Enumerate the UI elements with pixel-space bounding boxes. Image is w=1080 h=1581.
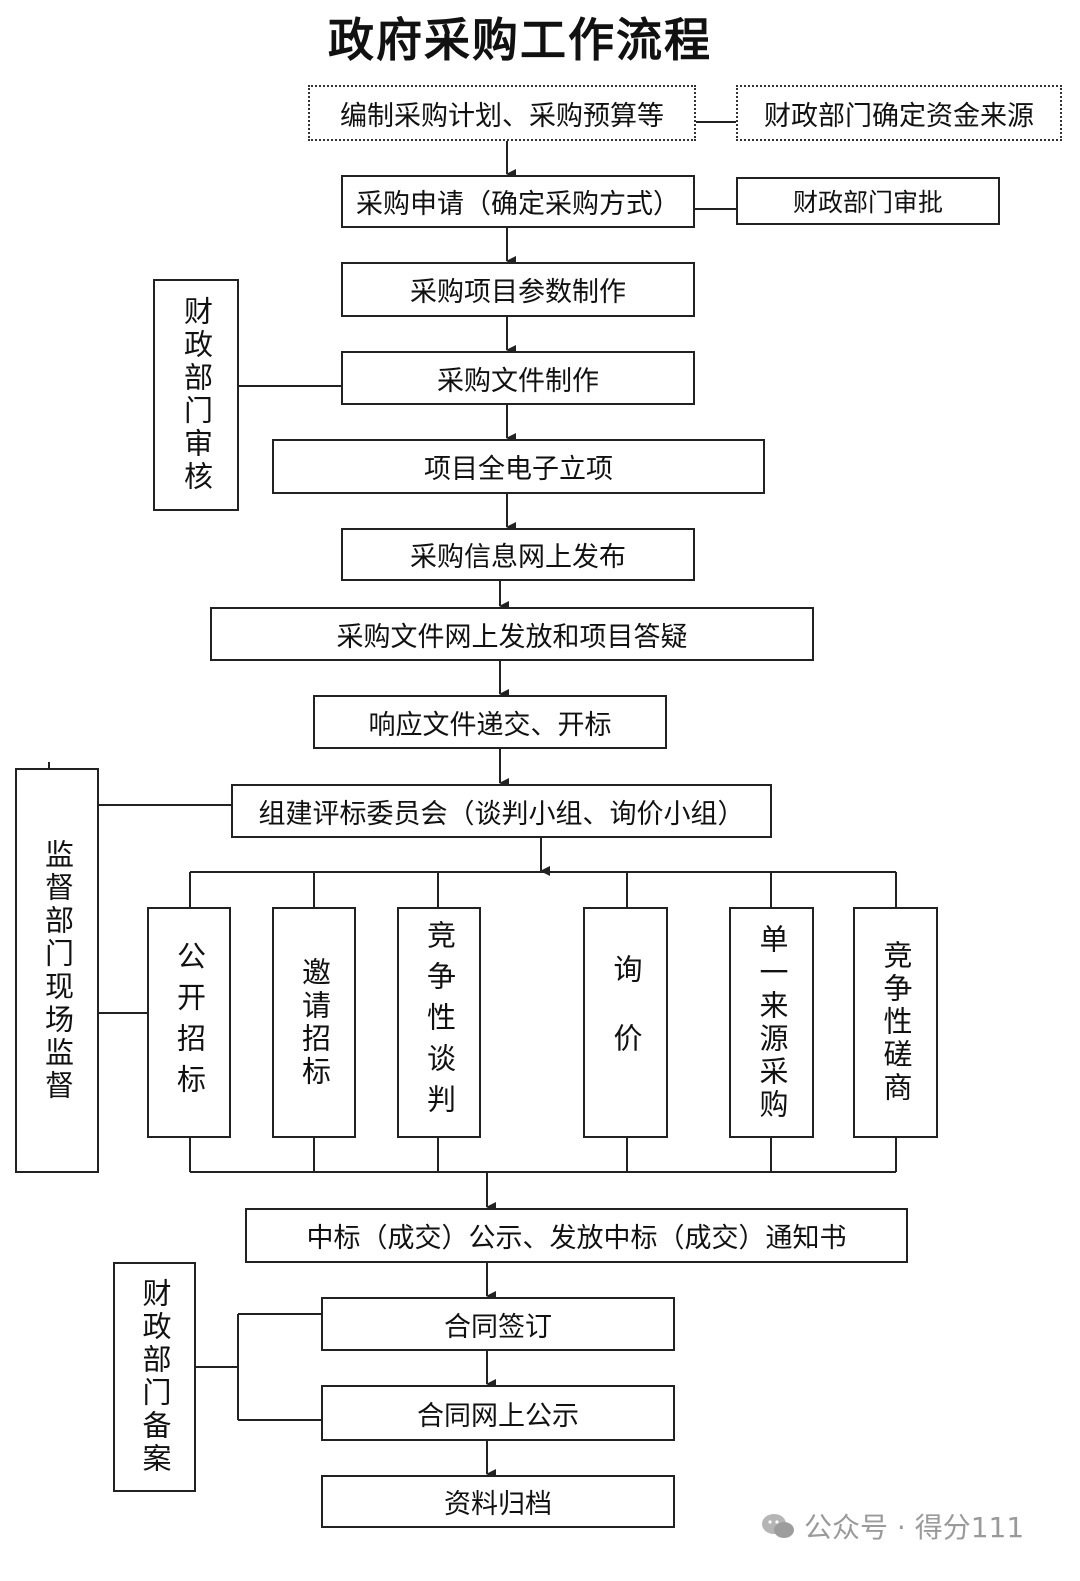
method-label: 邀请招标 bbox=[297, 956, 332, 1089]
step-params: 采购项目参数制作 bbox=[341, 262, 695, 317]
step-distribute: 采购文件网上发放和项目答疑 bbox=[210, 607, 814, 661]
step-docs: 采购文件制作 bbox=[341, 351, 695, 405]
side-record-label: 财政部门备案 bbox=[138, 1278, 172, 1476]
method-label: 单一来源采购 bbox=[755, 923, 789, 1122]
step-publish: 采购信息网上发布 bbox=[341, 528, 695, 581]
method-label: 公开招标 bbox=[172, 940, 207, 1105]
step-apply: 采购申请（确定采购方式） bbox=[341, 175, 695, 228]
method-public-tender: 公开招标 bbox=[147, 907, 231, 1138]
side-review-label: 财政部门审核 bbox=[179, 296, 214, 494]
method-single-source: 单一来源采购 bbox=[729, 907, 814, 1138]
method-invited-tender: 邀请招标 bbox=[272, 907, 356, 1138]
side-supervise: 监督部门现场监督 bbox=[15, 768, 99, 1173]
step-approve: 财政部门审批 bbox=[736, 177, 1000, 225]
step-notice: 中标（成交）公示、发放中标（成交）通知书 bbox=[245, 1208, 908, 1263]
step-funding: 财政部门确定资金来源 bbox=[736, 85, 1062, 141]
step-committee: 组建评标委员会（谈判小组、询价小组） bbox=[231, 784, 772, 838]
method-label: 询价 bbox=[609, 953, 643, 1092]
side-review: 财政部门审核 bbox=[153, 279, 239, 511]
step-archive: 资料归档 bbox=[321, 1475, 675, 1528]
step-bid-open: 响应文件递交、开标 bbox=[313, 695, 667, 749]
diagram-title: 政府采购工作流程 bbox=[328, 13, 712, 67]
watermark: 公众号 · 得分111 bbox=[760, 1506, 1024, 1546]
step-contract-publish: 合同网上公示 bbox=[321, 1385, 675, 1441]
side-record: 财政部门备案 bbox=[113, 1262, 196, 1492]
method-competitive-negotiation: 竞争性谈判 bbox=[397, 907, 481, 1138]
method-competitive-consultation: 竞争性磋商 bbox=[853, 907, 938, 1138]
method-label: 竞争性谈判 bbox=[422, 920, 457, 1125]
step-electronic: 项目全电子立项 bbox=[272, 439, 765, 494]
wechat-icon bbox=[762, 1514, 794, 1538]
watermark-text: 公众号 · 得分111 bbox=[804, 1511, 1025, 1544]
step-plan: 编制采购计划、采购预算等 bbox=[308, 85, 696, 141]
method-label: 竞争性磋商 bbox=[879, 940, 913, 1105]
step-contract: 合同签订 bbox=[321, 1297, 675, 1351]
method-inquiry: 询价 bbox=[583, 907, 668, 1138]
side-supervise-label: 监督部门现场监督 bbox=[40, 838, 75, 1103]
